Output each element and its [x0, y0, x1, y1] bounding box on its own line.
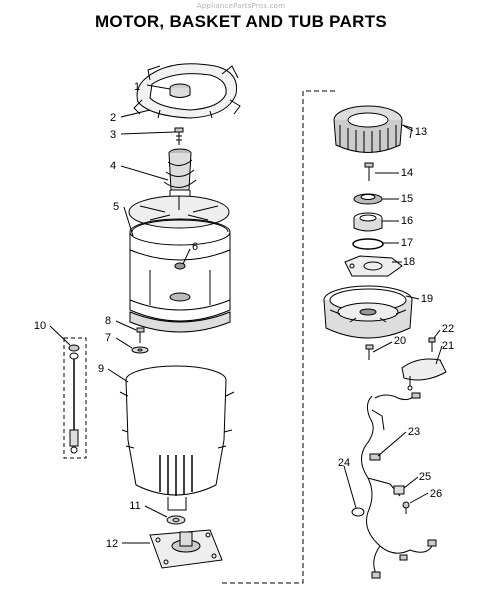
callout-22: 22: [442, 323, 454, 335]
callout-23: 23: [408, 426, 420, 438]
callout-7: 7: [105, 332, 111, 344]
part-8-screw-drawing: [136, 327, 145, 343]
part-12-gearcase-drawing: [149, 529, 223, 569]
callout-6: 6: [192, 241, 198, 253]
callout-5: 5: [113, 201, 119, 213]
part-3-bolt-drawing: [174, 127, 184, 145]
assembly-connector-line: [222, 90, 335, 584]
callout-16: 16: [401, 215, 413, 227]
callout-8: 8: [105, 315, 111, 327]
callout-4: 4: [110, 160, 116, 172]
callout-9: 9: [98, 363, 104, 375]
part-24-clip-drawing: [351, 507, 365, 517]
callout-12: 12: [106, 538, 118, 550]
part-26-screw-drawing: [402, 501, 410, 514]
watermark: AppliancePartsPros.com: [196, 2, 286, 10]
part-9-outer-tub-drawing: [119, 365, 235, 511]
callout-11: 11: [129, 500, 140, 512]
part-25-connector-drawing: [393, 485, 405, 495]
part-1-cap-drawing: [169, 83, 191, 98]
callout-18: 18: [403, 256, 415, 268]
part-11-seal-drawing: [166, 515, 186, 525]
callout-17: 17: [401, 237, 413, 249]
callout-24: 24: [338, 457, 350, 469]
callout-13: 13: [415, 126, 427, 138]
part-15-nut-drawing: [353, 193, 383, 205]
part-19-rotor-drawing: [323, 285, 413, 339]
part-14-bolt-drawing: [364, 162, 374, 181]
callout-21: 21: [442, 340, 454, 352]
callout-26: 26: [430, 488, 442, 500]
callout-1: 1: [134, 81, 140, 93]
part-20-screw-drawing: [365, 344, 374, 360]
callout-2: 2: [110, 112, 116, 124]
callout-labels: 1 2 3 4 5 6 7 8 9 10 11 12 13 14 15 16 1…: [34, 81, 454, 550]
part-21-bracket-drawing: [401, 358, 447, 391]
callout-3: 3: [110, 129, 116, 141]
callout-19: 19: [421, 293, 433, 305]
page-title: MOTOR, BASKET AND TUB PARTS: [94, 12, 388, 31]
callout-15: 15: [401, 193, 413, 205]
part-13-stator-drawing: [333, 105, 413, 153]
callout-25: 25: [419, 471, 431, 483]
callout-10: 10: [34, 320, 46, 332]
part-22-screw-drawing: [428, 337, 436, 352]
part-17-oring-drawing: [352, 238, 384, 250]
callout-14: 14: [401, 167, 413, 179]
leader-lines: [49, 84, 443, 544]
callout-20: 20: [394, 335, 406, 347]
part-16-bearing-drawing: [353, 212, 383, 232]
part-18-shifter-drawing: [344, 255, 403, 277]
part-5-basket-drawing: [128, 195, 231, 333]
part-10-hose-assembly-drawing: [63, 337, 87, 459]
part-7-washer-drawing: [131, 346, 149, 354]
